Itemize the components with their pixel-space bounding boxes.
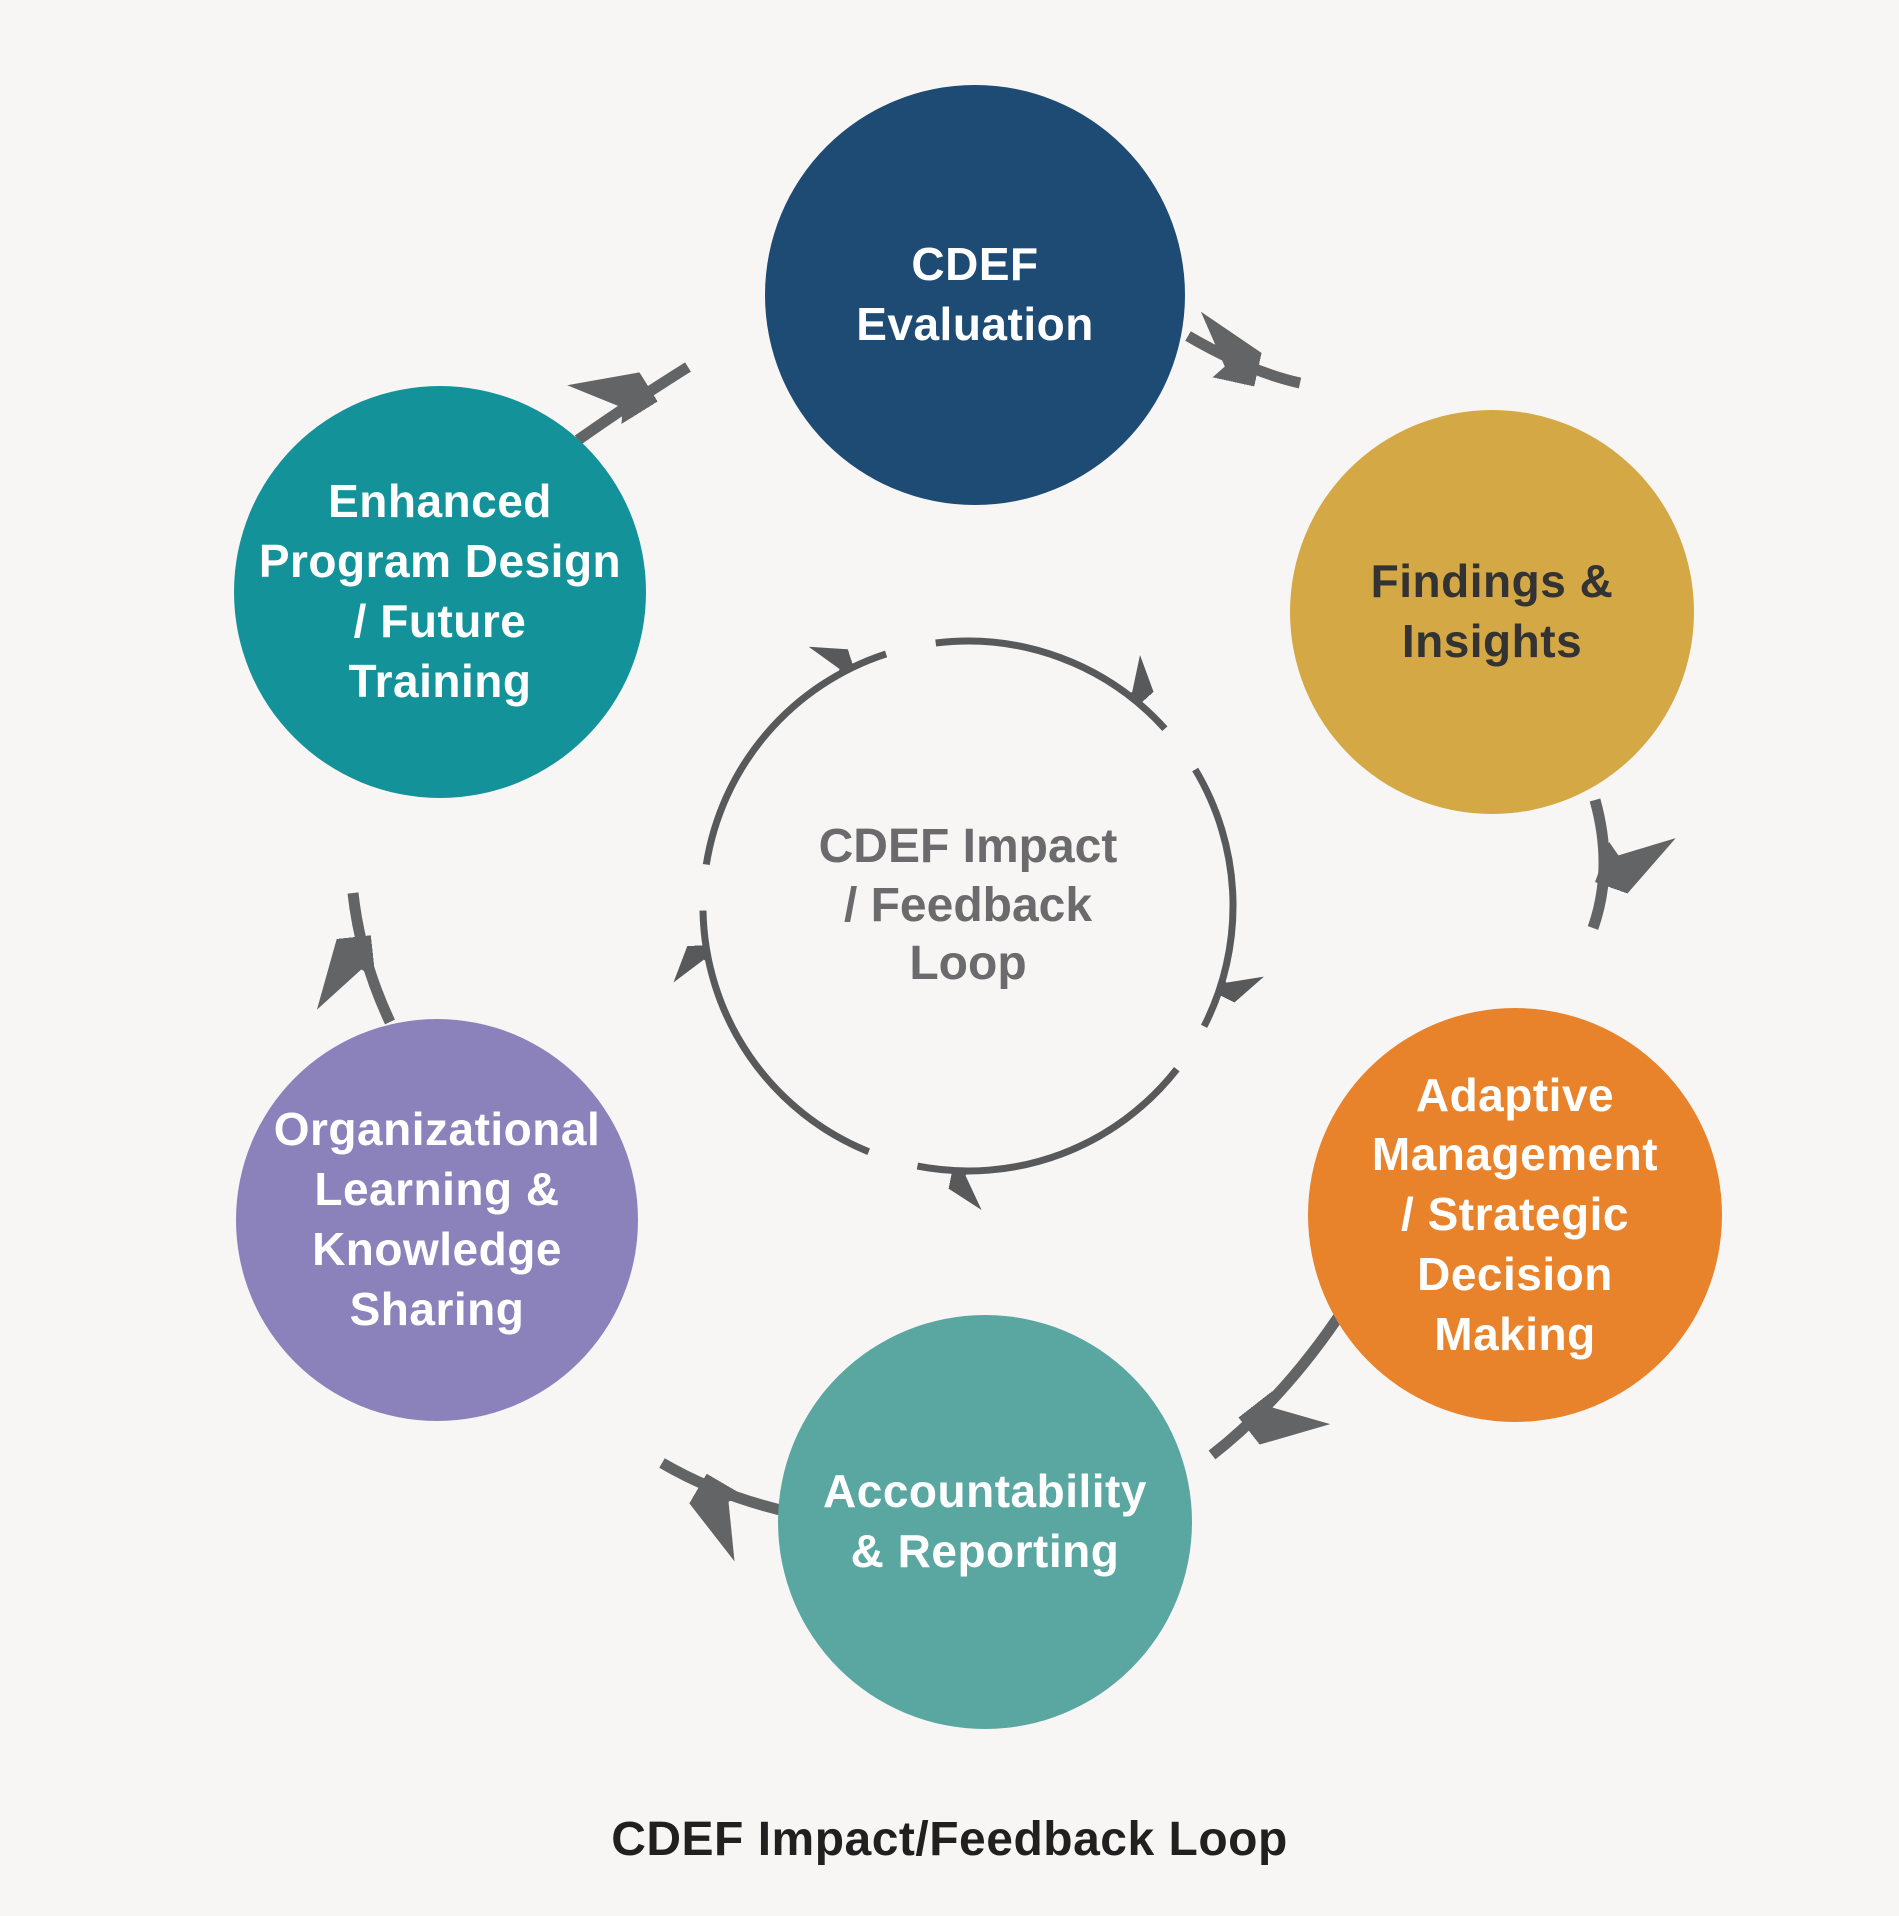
arrow-organizational-learning-to-enhanced-program-design — [353, 892, 395, 1025]
cycle-arc-4 — [916, 1067, 1180, 1171]
label-line: Sharing — [349, 1282, 525, 1335]
label-line: Training — [348, 654, 532, 707]
label-line: Making — [1434, 1307, 1596, 1360]
label-line: Decision — [1417, 1247, 1613, 1300]
diagram-title: CDEF Impact/Feedback Loop — [611, 1813, 1288, 1866]
label-line: Management — [1371, 1128, 1659, 1181]
arrow-enhanced-program-design-to-cdef-evaluation — [578, 362, 691, 445]
label-line: Insights — [1401, 615, 1583, 667]
label-line: Evaluation — [856, 298, 1094, 350]
label-line: Knowledge — [312, 1223, 562, 1275]
label-line: / Strategic — [1401, 1188, 1629, 1241]
label-line: Program Design — [258, 535, 622, 588]
label-line: Loop — [909, 937, 1027, 991]
label-line: Adaptive — [1415, 1068, 1615, 1121]
label-line: Findings & — [1370, 555, 1614, 608]
node-cdef-evaluation: CDEF Evaluation — [765, 85, 1185, 505]
label-line: CDEF Impact — [818, 820, 1118, 874]
arrow-adaptive-management-to-accountability-reporting — [1208, 1303, 1350, 1455]
node-label-accountability-reporting: Accountability & Reporting — [823, 1462, 1147, 1582]
node-accountability-reporting: Accountability & Reporting — [778, 1315, 1192, 1729]
node-findings-insights: Findings & Insights — [1290, 410, 1694, 814]
label-line: CDEF — [911, 238, 1039, 291]
label-line: / Future — [353, 595, 527, 647]
label-line: & Reporting — [850, 1525, 1120, 1577]
label-line: / Feedback — [843, 878, 1093, 932]
label-line: Enhanced — [328, 475, 552, 528]
label-line: Accountability — [823, 1465, 1147, 1518]
arrow-findings-insights-to-adaptive-management — [1587, 798, 1604, 930]
cycle-arc-1 — [702, 654, 888, 866]
label-line: Learning & — [314, 1163, 560, 1216]
label-line: Organizational — [273, 1103, 601, 1156]
cycle-arc-3 — [1192, 767, 1233, 1028]
node-label-findings-insights: Findings & Insights — [1371, 552, 1614, 672]
cycle-arc-5 — [703, 910, 871, 1155]
cycle-arc-2 — [935, 637, 1168, 732]
node-label-cdef-evaluation: CDEF Evaluation — [856, 235, 1094, 355]
arrow-cdef-evaluation-to-findings-insights — [1185, 336, 1302, 389]
